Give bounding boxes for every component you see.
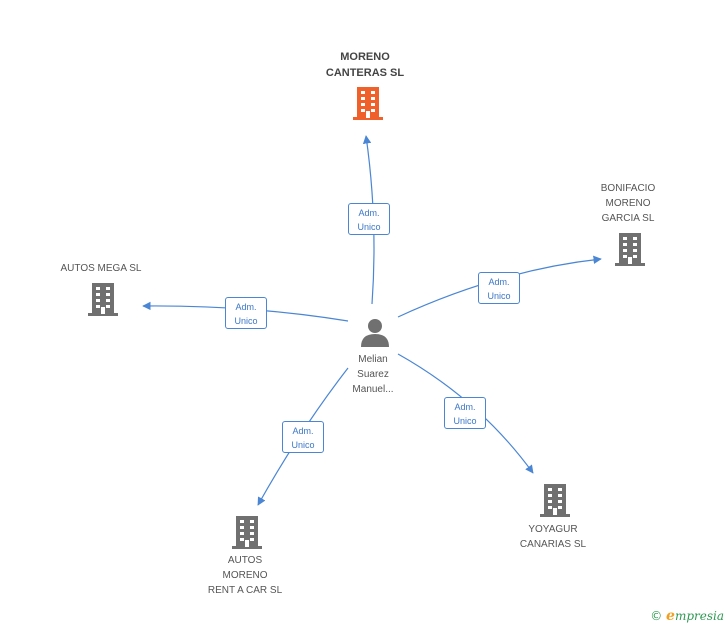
relation-badge: Adm. Unico	[478, 272, 520, 304]
company-label-moreno-canteras[interactable]: MORENO CANTERAS SL	[325, 51, 405, 79]
relation-badge: Adm. Unico	[282, 421, 324, 453]
company-label-autos-mega[interactable]: AUTOS MEGA SL	[60, 263, 142, 274]
building-icon[interactable]	[614, 232, 646, 271]
person-label[interactable]: Melian Suarez Manuel...	[352, 354, 394, 395]
brand-initial: e	[666, 608, 675, 624]
copyright-symbol: ©	[650, 609, 663, 623]
company-label-bonifacio[interactable]: BONIFACIO MORENO GARCIA SL	[600, 183, 656, 224]
relation-badge: Adm. Unico	[444, 397, 486, 429]
building-icon[interactable]	[352, 86, 384, 125]
relation-badge: Adm. Unico	[348, 203, 390, 235]
building-icon[interactable]	[231, 515, 263, 554]
building-icon[interactable]	[539, 483, 571, 522]
company-label-yoyagur[interactable]: YOYAGUR CANARIAS SL	[519, 524, 587, 550]
brand-watermark: © empresia	[650, 608, 724, 624]
person-icon[interactable]	[360, 317, 390, 352]
brand-name: mpresia	[674, 609, 724, 623]
building-icon[interactable]	[87, 282, 119, 321]
relation-badge: Adm. Unico	[225, 297, 267, 329]
company-label-autos-moreno[interactable]: AUTOS MORENO RENT A CAR SL	[207, 555, 283, 596]
